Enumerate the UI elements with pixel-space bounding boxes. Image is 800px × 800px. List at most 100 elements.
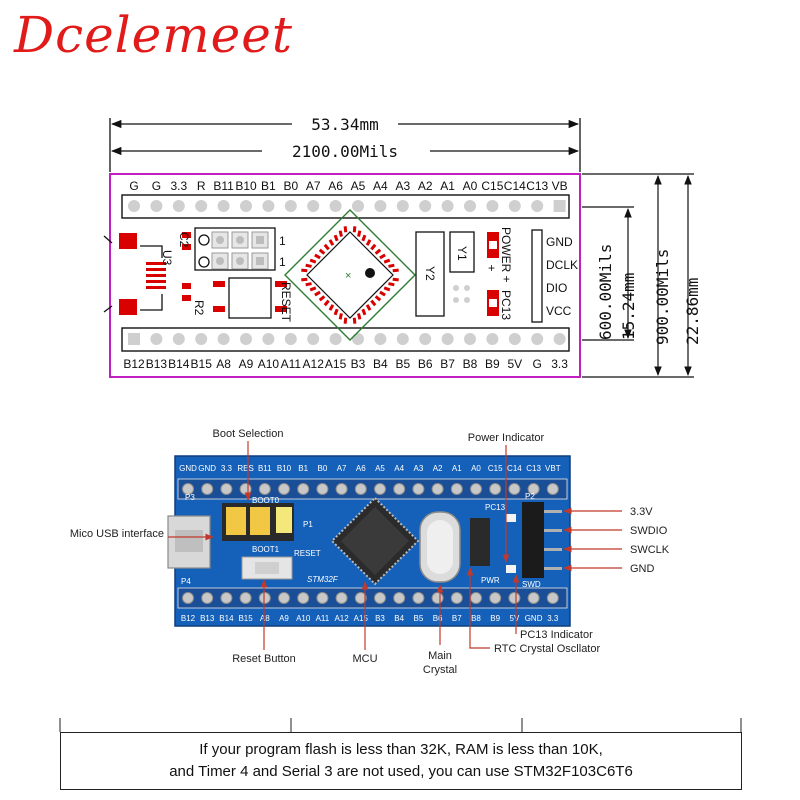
pcb-top-pin-label: RES (237, 464, 253, 473)
bottom-pad (441, 333, 454, 345)
top-pad (486, 200, 499, 212)
pcb-bottom-pin-label: A11 (316, 614, 330, 623)
pcb-top-hole (508, 483, 521, 495)
pcb-callouts: Boot Selection Power Indicator Mico USB … (70, 428, 670, 676)
width-mils-label: 2100.00Mils (292, 142, 398, 161)
height-mils-900: 900.00Mils (653, 249, 672, 345)
pcb-bottom-pin-label: B12 (181, 614, 196, 623)
plus-b-label: + (503, 272, 510, 286)
bottom-pad (553, 333, 566, 345)
pcb-power-led (506, 565, 516, 573)
pcb-bottom-hole (412, 592, 425, 604)
pcb-top-pin-label: B10 (277, 464, 292, 473)
pcb-bottom-hole (201, 592, 214, 604)
power-led-footprint: POWER + (487, 227, 513, 275)
mcu-pad (388, 263, 395, 268)
pcb-bottom-pin-label: B4 (394, 614, 404, 623)
pc13-led-footprint: PC13 + (487, 272, 513, 320)
bottom-pad (508, 333, 521, 345)
top-pin-label: A7 (306, 179, 321, 193)
pcb-top-pin-label: A5 (375, 464, 385, 473)
top-pin-label: A3 (395, 179, 410, 193)
bottom-pin-label: B15 (191, 357, 213, 371)
bottom-pad (531, 333, 544, 345)
bottom-pad (284, 333, 297, 345)
pcb-bottom-pin-label: B15 (238, 614, 253, 623)
pcb-bottom-pin-label: B5 (414, 614, 424, 623)
pcb-top-pin-label: GND (179, 464, 197, 473)
compatibility-note: If your program flash is less than 32K, … (60, 732, 742, 790)
top-pin-label: A0 (463, 179, 478, 193)
callout-usb: Mico USB interface (70, 528, 164, 540)
callout-3v3: 3.3V (630, 506, 653, 518)
callout-gnd: GND (630, 563, 655, 575)
pcb-bottom-hole (508, 592, 521, 604)
width-dimension-mm: 53.34mm (109, 115, 581, 172)
top-pin-label: VB (552, 179, 568, 193)
swd-pin-label: DCLK (546, 258, 578, 272)
top-pad (128, 200, 140, 212)
top-pin-label: B1 (261, 179, 276, 193)
top-pad (262, 200, 275, 212)
height-dimensions: 600.00Mils 15.24mm 900.00Mils 22.86mm (582, 173, 702, 378)
pcb-p4-label: P4 (181, 577, 191, 586)
pcb-bottom-pin-label: B3 (375, 614, 385, 623)
pcb-p1-label: P1 (303, 520, 313, 529)
mcu-pad (365, 239, 372, 246)
mcu-pad (314, 290, 321, 297)
mcu-pad (379, 253, 386, 260)
pcb-top-hole (431, 483, 444, 495)
pcb-top-hole (316, 483, 329, 495)
bottom-pad (419, 333, 432, 345)
pcb-bottom-pin-label: 3.3 (547, 614, 559, 623)
bottom-pin-label: G (533, 357, 542, 371)
mcu-pad (343, 226, 348, 233)
pcb-bottom-hole (297, 592, 310, 604)
swd-pin-label: VCC (546, 304, 572, 318)
note-ticks (59, 718, 742, 732)
reset-footprint: RESET (213, 277, 293, 323)
bottom-pin-label: B4 (373, 357, 388, 371)
bottom-pin-label: B12 (123, 357, 145, 371)
width-dimension-mils: 2100.00Mils (110, 142, 580, 161)
bottom-pin-label: B13 (146, 357, 168, 371)
pcb-top-pin-label: A2 (433, 464, 443, 473)
mcu-pad (318, 295, 326, 302)
height-mm-22: 22.86mm (683, 278, 702, 345)
pcb-bottom-holes (182, 592, 559, 604)
mcu-pad (365, 304, 372, 311)
y2-label: Y2 (423, 266, 437, 281)
pcb-top-hole (374, 483, 386, 495)
pcb-top-hole (450, 483, 463, 495)
pcb-bottom-pin-label: B8 (471, 614, 481, 623)
pcb-top-pin-label: A1 (452, 464, 462, 473)
u3-label: U3 (160, 250, 174, 266)
mcu-pad (323, 299, 330, 307)
pcb-bottom-hole (489, 592, 502, 604)
mcu-pad (370, 299, 377, 307)
bottom-pad (240, 333, 252, 345)
bottom-pad (396, 333, 409, 345)
pcb-swd-header (522, 502, 544, 578)
bottom-pad (262, 333, 275, 345)
top-pin-label: R (197, 179, 206, 193)
top-pin-label: A5 (351, 179, 366, 193)
bottom-pin-label: A12 (303, 357, 325, 371)
top-pad (307, 200, 320, 212)
svg-text:×: × (345, 270, 351, 282)
mcu-pad (388, 282, 395, 287)
pcb-top-hole (527, 483, 540, 495)
top-pin-label: C14 (504, 179, 526, 193)
pc13-label: PC13 (499, 290, 513, 320)
pcb-rtc-crystal (470, 518, 490, 566)
mcu-pad (318, 248, 326, 255)
callout-main-crystal-1: Main (428, 650, 452, 662)
y1-label: Y1 (455, 246, 469, 261)
pcb-reset-label: RESET (294, 549, 321, 558)
mcu-pad (338, 313, 343, 320)
bottom-pin-label: A11 (281, 357, 302, 371)
pcb-bottom-pin-label: B6 (433, 614, 443, 623)
mcu-pad (370, 243, 377, 251)
